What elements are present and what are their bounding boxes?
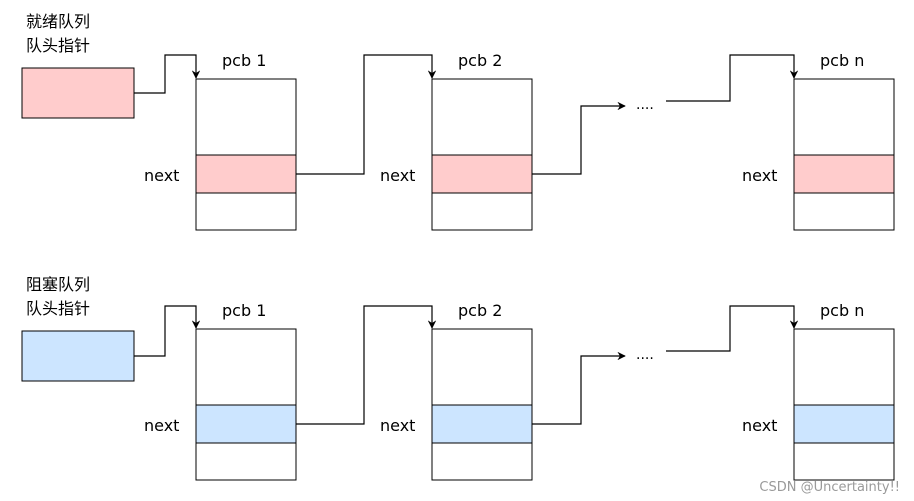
- ready-queue-head-pointer: [21, 67, 135, 119]
- next-arrow: [532, 101, 626, 175]
- pcb-next-field: [793, 154, 895, 194]
- next-label: next: [742, 416, 777, 435]
- next-label: next: [742, 166, 777, 185]
- pcb-next-field: [195, 404, 297, 444]
- next-label: next: [144, 416, 179, 435]
- ready-queue-title-line1: 就绪队列: [26, 12, 90, 31]
- pcb-label: pcb 1: [222, 51, 266, 70]
- pcb-label: pcb 1: [222, 301, 266, 320]
- pcb-label: pcb 2: [458, 51, 502, 70]
- ellipsis: ....: [636, 97, 654, 113]
- next-label: next: [144, 166, 179, 185]
- ready-queue: 就绪队列 队头指针 pcb 1 next pcb 2 next .... pcb…: [21, 12, 895, 231]
- blocked-queue-head-pointer: [21, 330, 135, 382]
- next-label: next: [380, 166, 415, 185]
- next-arrow: [296, 305, 437, 425]
- next-arrow: [532, 351, 626, 425]
- pcb-next-field: [431, 154, 533, 194]
- head-arrow: [134, 54, 201, 94]
- pcb-next-field: [431, 404, 533, 444]
- pcb-label: pcb n: [820, 51, 864, 70]
- pcb-next-field: [793, 404, 895, 444]
- pcb-label: pcb 2: [458, 301, 502, 320]
- next-label: next: [380, 416, 415, 435]
- watermark: CSDN @Uncertainty!!: [759, 480, 900, 495]
- ellipsis: ....: [636, 347, 654, 363]
- head-arrow: [134, 305, 201, 357]
- blocked-queue-title-line1: 阻塞队列: [26, 275, 90, 294]
- pcb-label: pcb n: [820, 301, 864, 320]
- ready-queue-title-line2: 队头指针: [26, 36, 90, 55]
- blocked-queue-title-line2: 队头指针: [26, 299, 90, 318]
- next-arrow: [296, 54, 437, 175]
- blocked-queue: 阻塞队列 队头指针 pcb 1 next pcb 2 next .... pcb…: [21, 275, 895, 481]
- pcb-next-field: [195, 154, 297, 194]
- next-arrow: [666, 54, 799, 102]
- next-arrow: [666, 305, 799, 352]
